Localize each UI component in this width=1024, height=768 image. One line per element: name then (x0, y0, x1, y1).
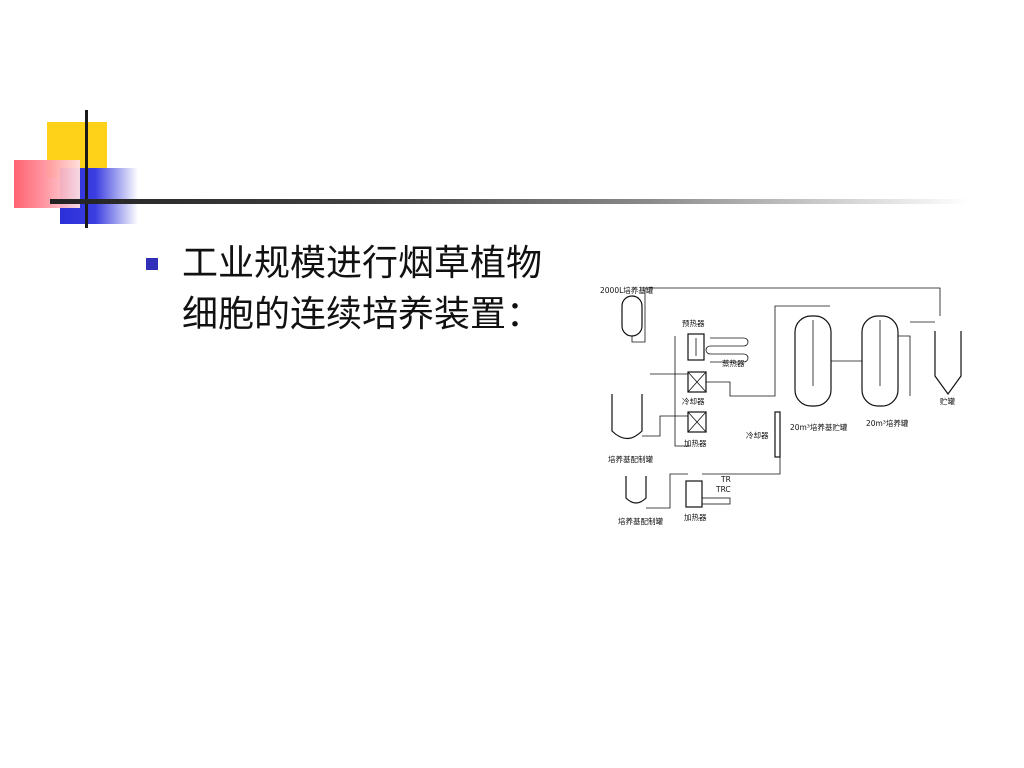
storage-tank (934, 331, 962, 396)
heater-2 (685, 480, 703, 508)
tank-2000l (621, 295, 643, 337)
bullet-square-icon (146, 258, 158, 270)
pipe-heater-2-out (702, 457, 781, 475)
label-heater-1: 加热器 (684, 438, 707, 448)
bullet-text: 工业规模进行烟草植物细胞的连续培养装置： (182, 243, 543, 335)
label-tank-2000l: 2000L培养基罐 (600, 285, 654, 295)
label-trc: TRC (715, 485, 731, 494)
pipe-prep-1 (642, 415, 688, 437)
label-cooler-2: 冷却器 (746, 430, 769, 440)
pipe-culture-out (898, 335, 911, 396)
heater-2-element (701, 497, 731, 505)
decor-vertical-line (85, 110, 88, 228)
label-preheater: 预热器 (682, 318, 705, 328)
pipe-top (631, 287, 941, 343)
label-tank-20m-storage: 20m³培养基贮罐 (790, 422, 848, 432)
label-tank-20m-culture: 20m³培养罐 (866, 418, 909, 428)
label-storage-tank: 贮罐 (940, 396, 955, 406)
label-tr: TR (720, 475, 731, 484)
label-prep-tank-1: 培养基配制罐 (608, 454, 653, 464)
heater-1 (687, 411, 707, 433)
prep-tank-2 (625, 476, 647, 504)
continuous-culture-diagram: 2000L培养基罐 预热器 蒸热器 冷却器 加热器 冷却器 20m³培养基贮罐 … (600, 285, 962, 526)
preheater (687, 333, 705, 361)
steam-heater-coil (705, 337, 749, 363)
pipe-to-tanks (706, 305, 830, 397)
heater-1-cross (687, 411, 707, 433)
cooler-2 (774, 411, 781, 458)
pipe-left-column (674, 336, 690, 447)
title-divider-line (50, 199, 970, 204)
cooler-1-cross (687, 371, 707, 393)
label-steam-heater: 蒸热器 (722, 358, 745, 368)
label-cooler-1: 冷却器 (682, 396, 705, 406)
pipe-prep-2 (646, 473, 688, 509)
prep-tank-1 (611, 394, 643, 440)
label-heater-2: 加热器 (684, 512, 707, 522)
label-prep-tank-2: 培养基配制罐 (618, 516, 663, 526)
